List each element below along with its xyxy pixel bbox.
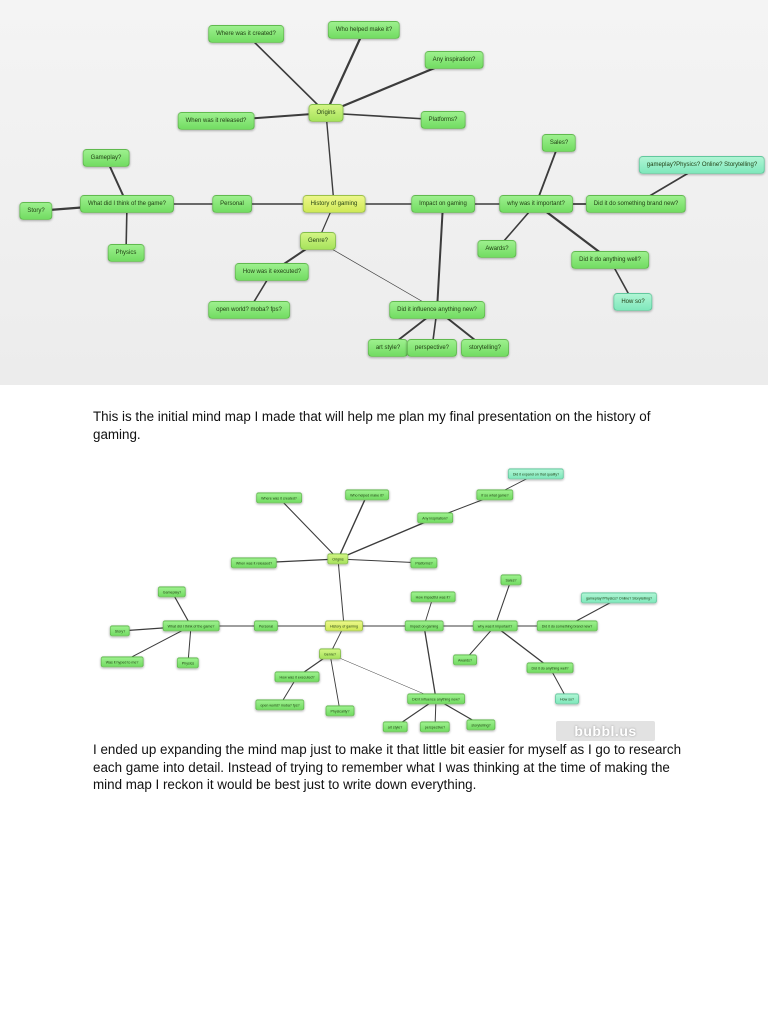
mind-map-node-gp: Gameplay? [82,149,130,167]
connector-orig-who [337,494,368,560]
mind-map-node-when: When was it released? [177,112,255,130]
mind-map-node-who: Who helped make it? [345,489,389,501]
connector-orig-where [278,497,339,560]
connector-why-well [534,202,612,262]
connector-why-sales [494,579,512,627]
mind-map-node-physr: Physicality? [325,705,355,717]
connector-why-awards [464,625,496,661]
mind-map-node-awards: Awards? [453,654,477,666]
mind-map-node-sty: storytelling? [460,339,510,357]
connector-orig-insp [337,517,436,560]
mind-map-node-impact: Impact on gaming [404,620,444,632]
mind-map-node-art: art style? [367,339,409,357]
expanded-mind-map: History of gaming Origins Where was it cre… [95,459,720,742]
mind-map-node-why: why was it important? [472,620,518,632]
connector-genre-infl [329,653,437,700]
mind-map-node-insp: Any inspiration? [424,51,484,69]
mind-map-node-impact: Impact on gaming [411,195,475,213]
mind-map-node-hist: History of gaming [302,195,366,213]
mind-map-node-simgame: If so what game? [476,489,514,501]
connector-think-gp [171,591,192,627]
mind-map-node-genre: Genre? [299,232,337,250]
mind-map-node-expand: Did it expand on that quality? [507,468,565,480]
mind-map-node-orig: Origins [308,104,344,122]
mind-map-node-ow: open world? moba? fps? [255,699,305,711]
connector-hist-orig [337,558,345,627]
mind-map-node-hist: History of gaming [325,620,363,632]
mind-map-node-think: What did I think of the game? [79,195,175,213]
mind-map-node-where: Where was it created? [256,492,302,504]
mind-map-node-where: Where was it created? [208,25,284,43]
mind-map-node-sales: Sales? [541,134,577,152]
connector-orig-where [245,33,327,114]
mind-map-node-why: why was it important? [499,195,573,213]
mind-map-node-pers: Personal [212,195,252,213]
mind-map-node-gpo: gameplay?Physics? Online? Storytelling? [638,156,766,174]
mind-map-node-infl: Did it influence anything new? [389,301,485,319]
mind-map-connectors [34,28,703,349]
mind-map-node-howimp: How impactful was it? [410,591,456,603]
mind-map-node-infl: Did it influence anything new? [407,693,465,705]
connector-think-phys [187,625,192,664]
mind-map-node-exec: How was it executed? [234,263,310,281]
mind-map-node-think: What did I think of the game? [162,620,220,632]
connector-why-well [494,625,551,669]
mind-map-node-howso: How so? [555,693,579,705]
connector-orig-who [324,28,366,115]
connector-genre-physr [329,653,341,712]
bubblus-watermark-logo: bubbl.us [556,721,655,741]
mind-map-node-ow: open world? moba? fps? [208,301,290,319]
mind-map-node-story: Story? [19,202,53,220]
mind-map-node-who: Who helped make it? [327,21,401,39]
connector-genre-infl [317,240,438,311]
mind-map-node-when: When was it released? [230,557,278,569]
connector-impact-infl [423,625,437,700]
caption-initial-map: This is the initial mind map I made that… [93,409,651,442]
mind-map-node-well: Did it do anything well? [526,662,574,674]
connector-orig-plat [337,558,425,564]
mind-map-node-phys: Physics [107,244,145,262]
mind-map-node-brand: Did it do something brand new? [536,620,598,632]
connector-why-sales [535,142,560,205]
mind-map-node-genre: Genre? [319,648,341,660]
mind-map-node-sales: Sales? [500,574,522,586]
mind-map-node-gp: Gameplay? [157,586,187,598]
mind-map-node-insp: Any inspiration? [417,512,453,524]
mind-map-node-art: art style? [382,721,408,733]
mind-map-node-plat: Platforms? [410,557,438,569]
mind-map-node-plat: Platforms? [420,111,466,129]
connector-impact-infl [436,203,444,311]
mind-map-node-sty: storytelling? [466,719,496,731]
connector-think-hyped [121,625,192,663]
mind-map-node-persp: perspective? [419,721,451,733]
connector-hist-orig [325,112,335,205]
mind-map-node-pers: Personal [253,620,279,632]
mind-map-node-persp: perspective? [406,339,458,357]
mind-map-node-exec: How was it executed? [274,671,320,683]
mind-map-node-phys: Physics [176,657,200,669]
initial-mind-map: History of gaming Origins Where was it cre… [0,0,768,385]
mind-map-node-story: Story? [109,625,131,637]
caption-expanded-map: I ended up expanding the mind map just t… [93,742,682,793]
mind-map-node-well: Did it do anything well? [571,251,649,269]
mind-map-node-gpo: gameplay?Physics? Online? Storytelling? [580,592,658,604]
mind-map-node-awards: Awards? [477,240,517,258]
mind-map-node-brand: Did it do something brand new? [585,195,687,213]
mind-map-node-hyped: Was it hyped to me? [100,656,144,668]
mind-map-node-howso: How so? [613,293,653,311]
mind-map-node-orig: Origins [327,553,349,565]
